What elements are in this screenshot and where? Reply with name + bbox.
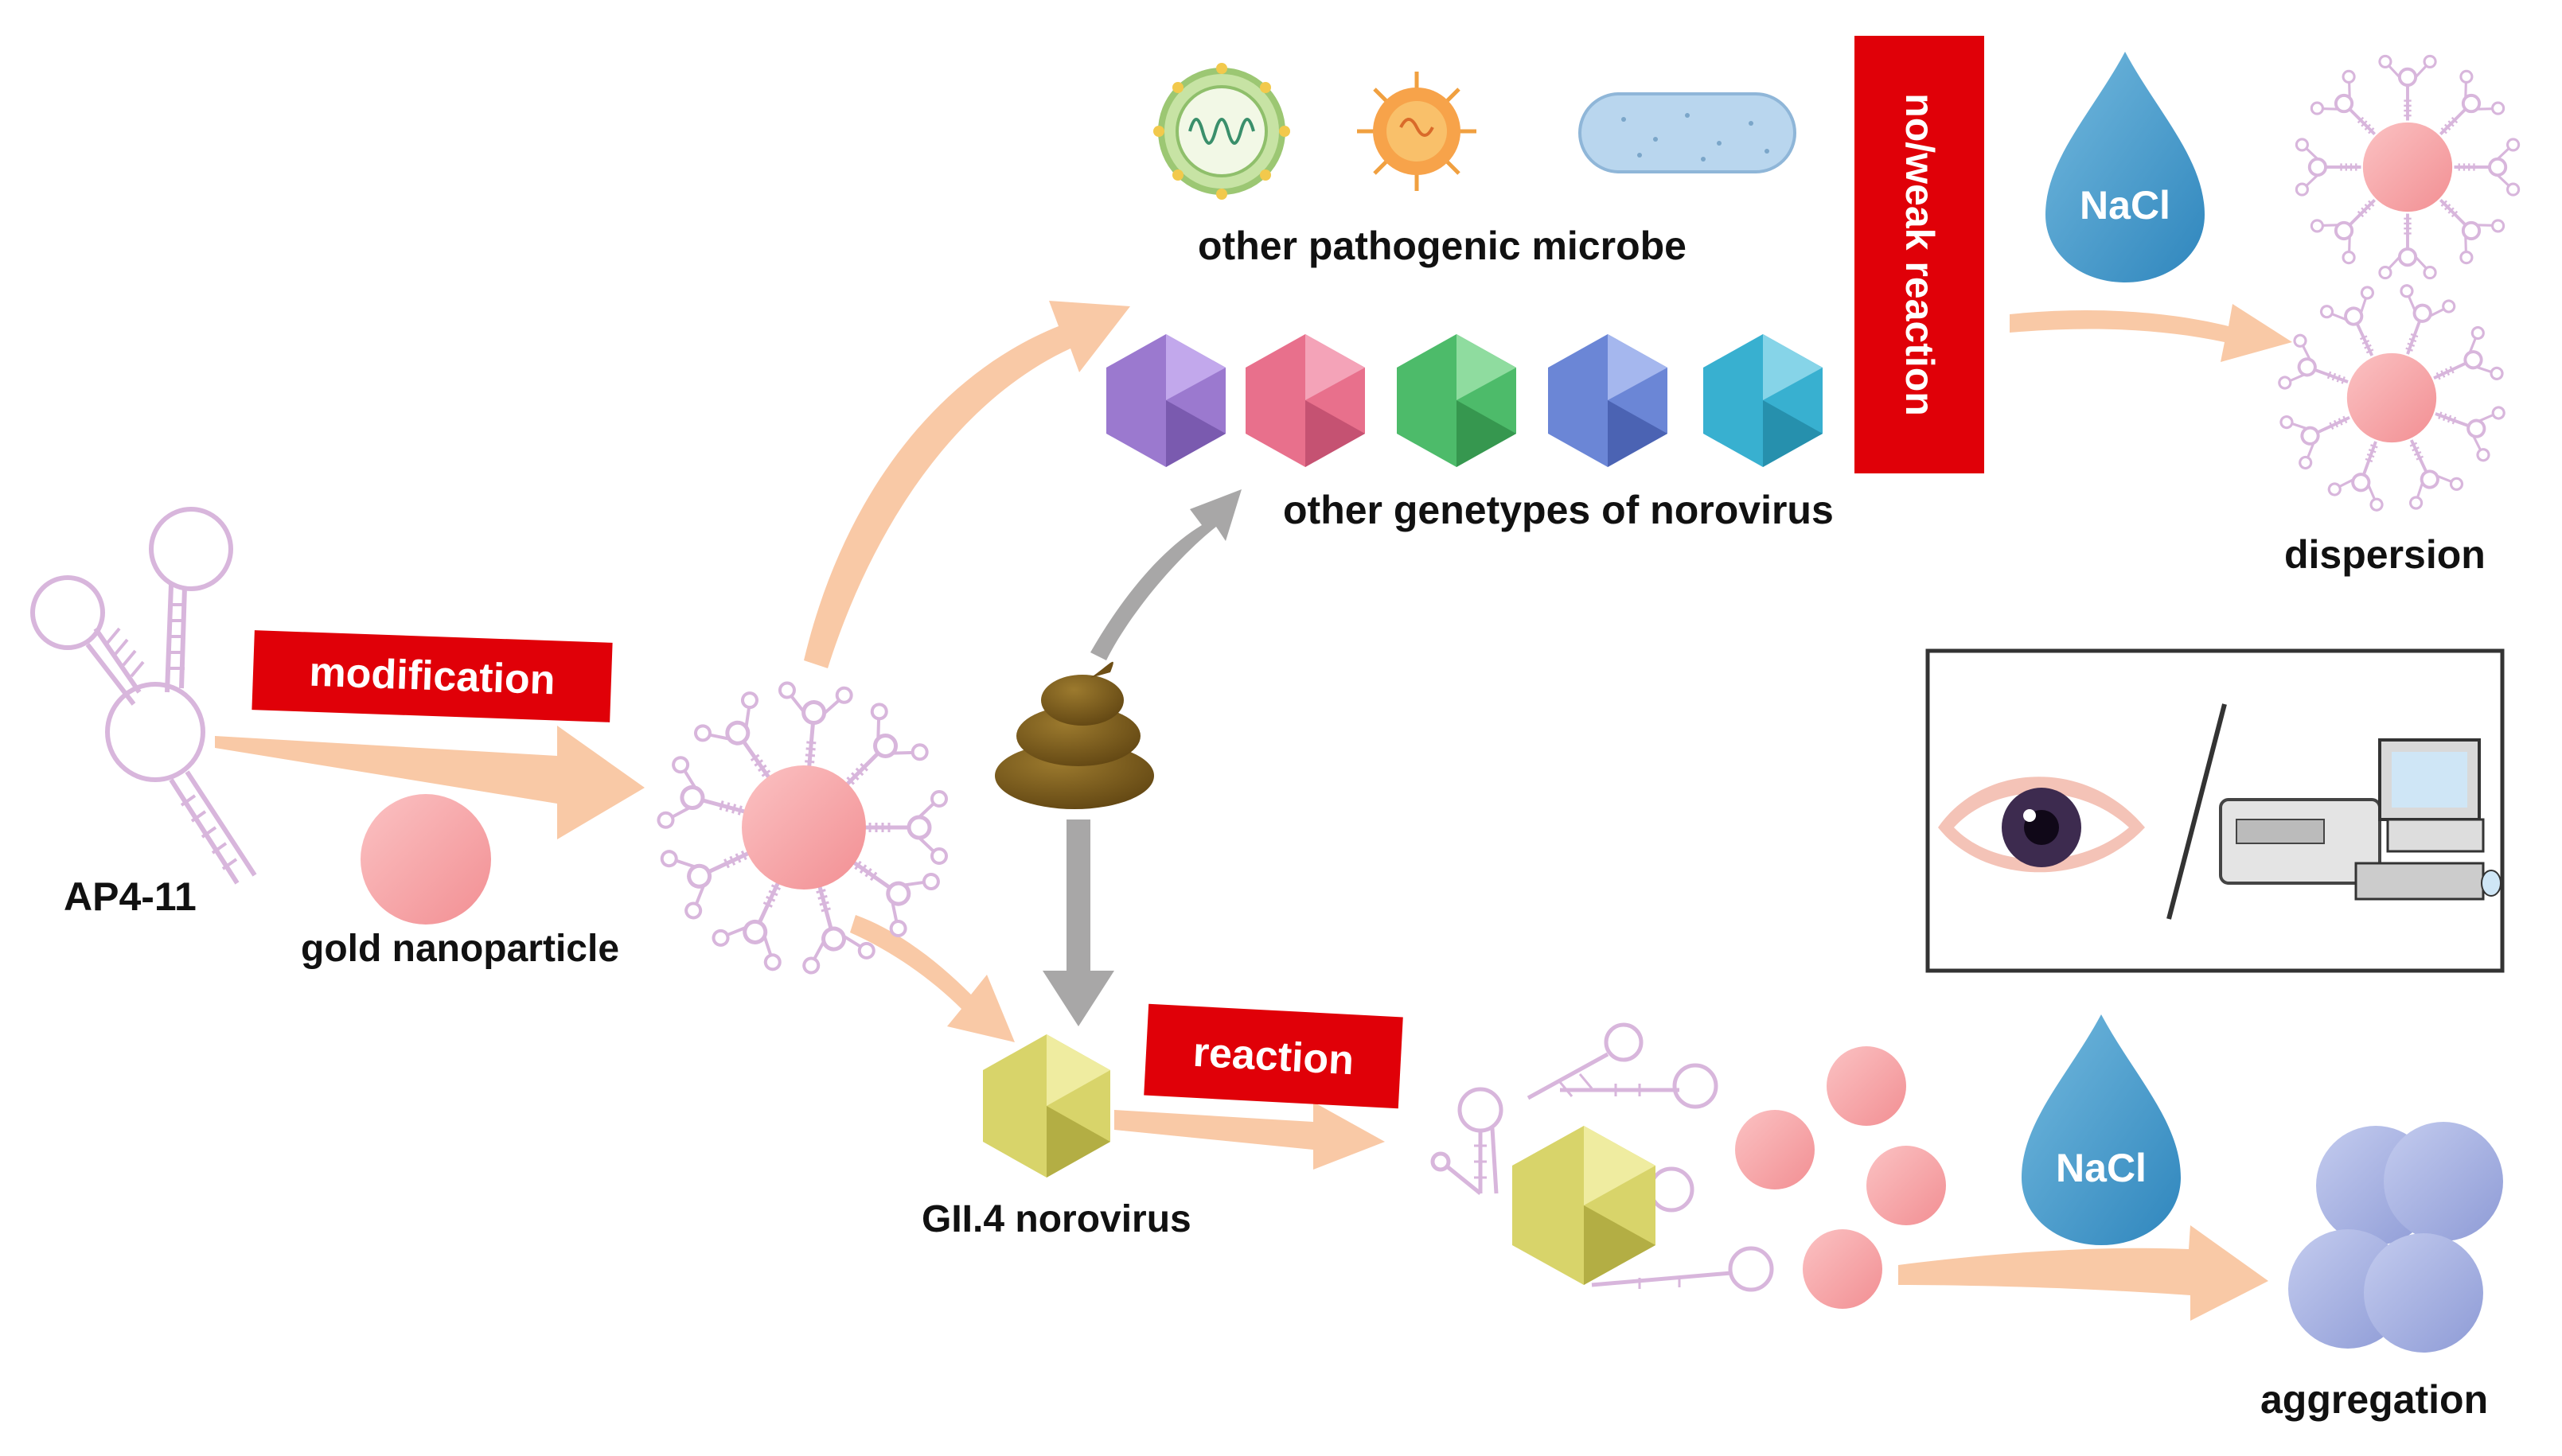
aptamer-ap4-11-icon xyxy=(30,507,257,885)
eye-icon xyxy=(1938,777,2145,873)
nacl-drop-top-icon: NaCl xyxy=(2045,52,2205,282)
dispersed-aunp-icon-2 xyxy=(2275,282,2508,514)
stool-sample-icon xyxy=(995,661,1154,809)
dispersed-aunp-icon-1 xyxy=(2295,54,2521,280)
gold-nanoparticle-label: gold nanoparticle xyxy=(301,928,620,970)
arrow-to-dispersion xyxy=(2010,304,2292,362)
other-genotypes-label: other genetypes of norovirus xyxy=(1283,488,1834,532)
capsid-blue-icon xyxy=(1548,334,1667,467)
arrow-down-to-gii4 xyxy=(850,915,1015,1042)
microbe-virus-icon-1 xyxy=(1153,63,1290,200)
capsid-cyan-icon xyxy=(1703,334,1823,467)
grey-arrow-stool-up xyxy=(1090,489,1242,660)
spectrophotometer-icon xyxy=(2219,738,2502,901)
microbe-bacterium-icon xyxy=(1578,92,1796,173)
reaction-tag: reaction xyxy=(1144,1003,1403,1109)
readout-box xyxy=(1925,648,2505,973)
arrow-to-aggregation xyxy=(1898,1225,2268,1321)
no-weak-reaction-tag: no/weak reaction xyxy=(1854,36,1984,473)
arrow-up-to-targets xyxy=(804,301,1130,668)
modified-aunp-icon xyxy=(657,683,946,975)
capsid-pink-icon xyxy=(1246,334,1365,467)
other-microbe-label: other pathogenic microbe xyxy=(1198,224,1687,268)
grey-arrow-stool-down xyxy=(1043,819,1114,1026)
aggregation-label: aggregation xyxy=(2260,1377,2489,1422)
capsid-purple-icon xyxy=(1106,334,1226,467)
no-weak-reaction-text: no/weak reaction xyxy=(1897,93,1942,416)
arrow-aptamer-to-modified xyxy=(215,726,645,839)
released-aunp-group xyxy=(1735,1046,1946,1309)
nacl-drop-bottom-icon: NaCl xyxy=(2022,1014,2181,1245)
gold-nanoparticle-icon xyxy=(361,794,491,925)
nacl-top-label: NaCl xyxy=(2080,183,2170,228)
modification-tag: modification xyxy=(252,630,613,722)
nacl-bottom-label: NaCl xyxy=(2056,1146,2147,1190)
capsid-green-icon xyxy=(1397,334,1516,467)
virus-aptamer-complex-icon xyxy=(1430,1022,1774,1292)
microbe-virus-icon-2 xyxy=(1357,72,1476,191)
dispersion-label: dispersion xyxy=(2284,532,2486,577)
gii4-norovirus-label: GII.4 norovirus xyxy=(922,1198,1191,1240)
gii4-norovirus-icon xyxy=(983,1034,1110,1178)
aptamer-label: AP4-11 xyxy=(64,874,197,919)
aggregated-aunp-icon xyxy=(2288,1122,2503,1353)
arrow-gii4-to-complex xyxy=(1114,1102,1385,1170)
